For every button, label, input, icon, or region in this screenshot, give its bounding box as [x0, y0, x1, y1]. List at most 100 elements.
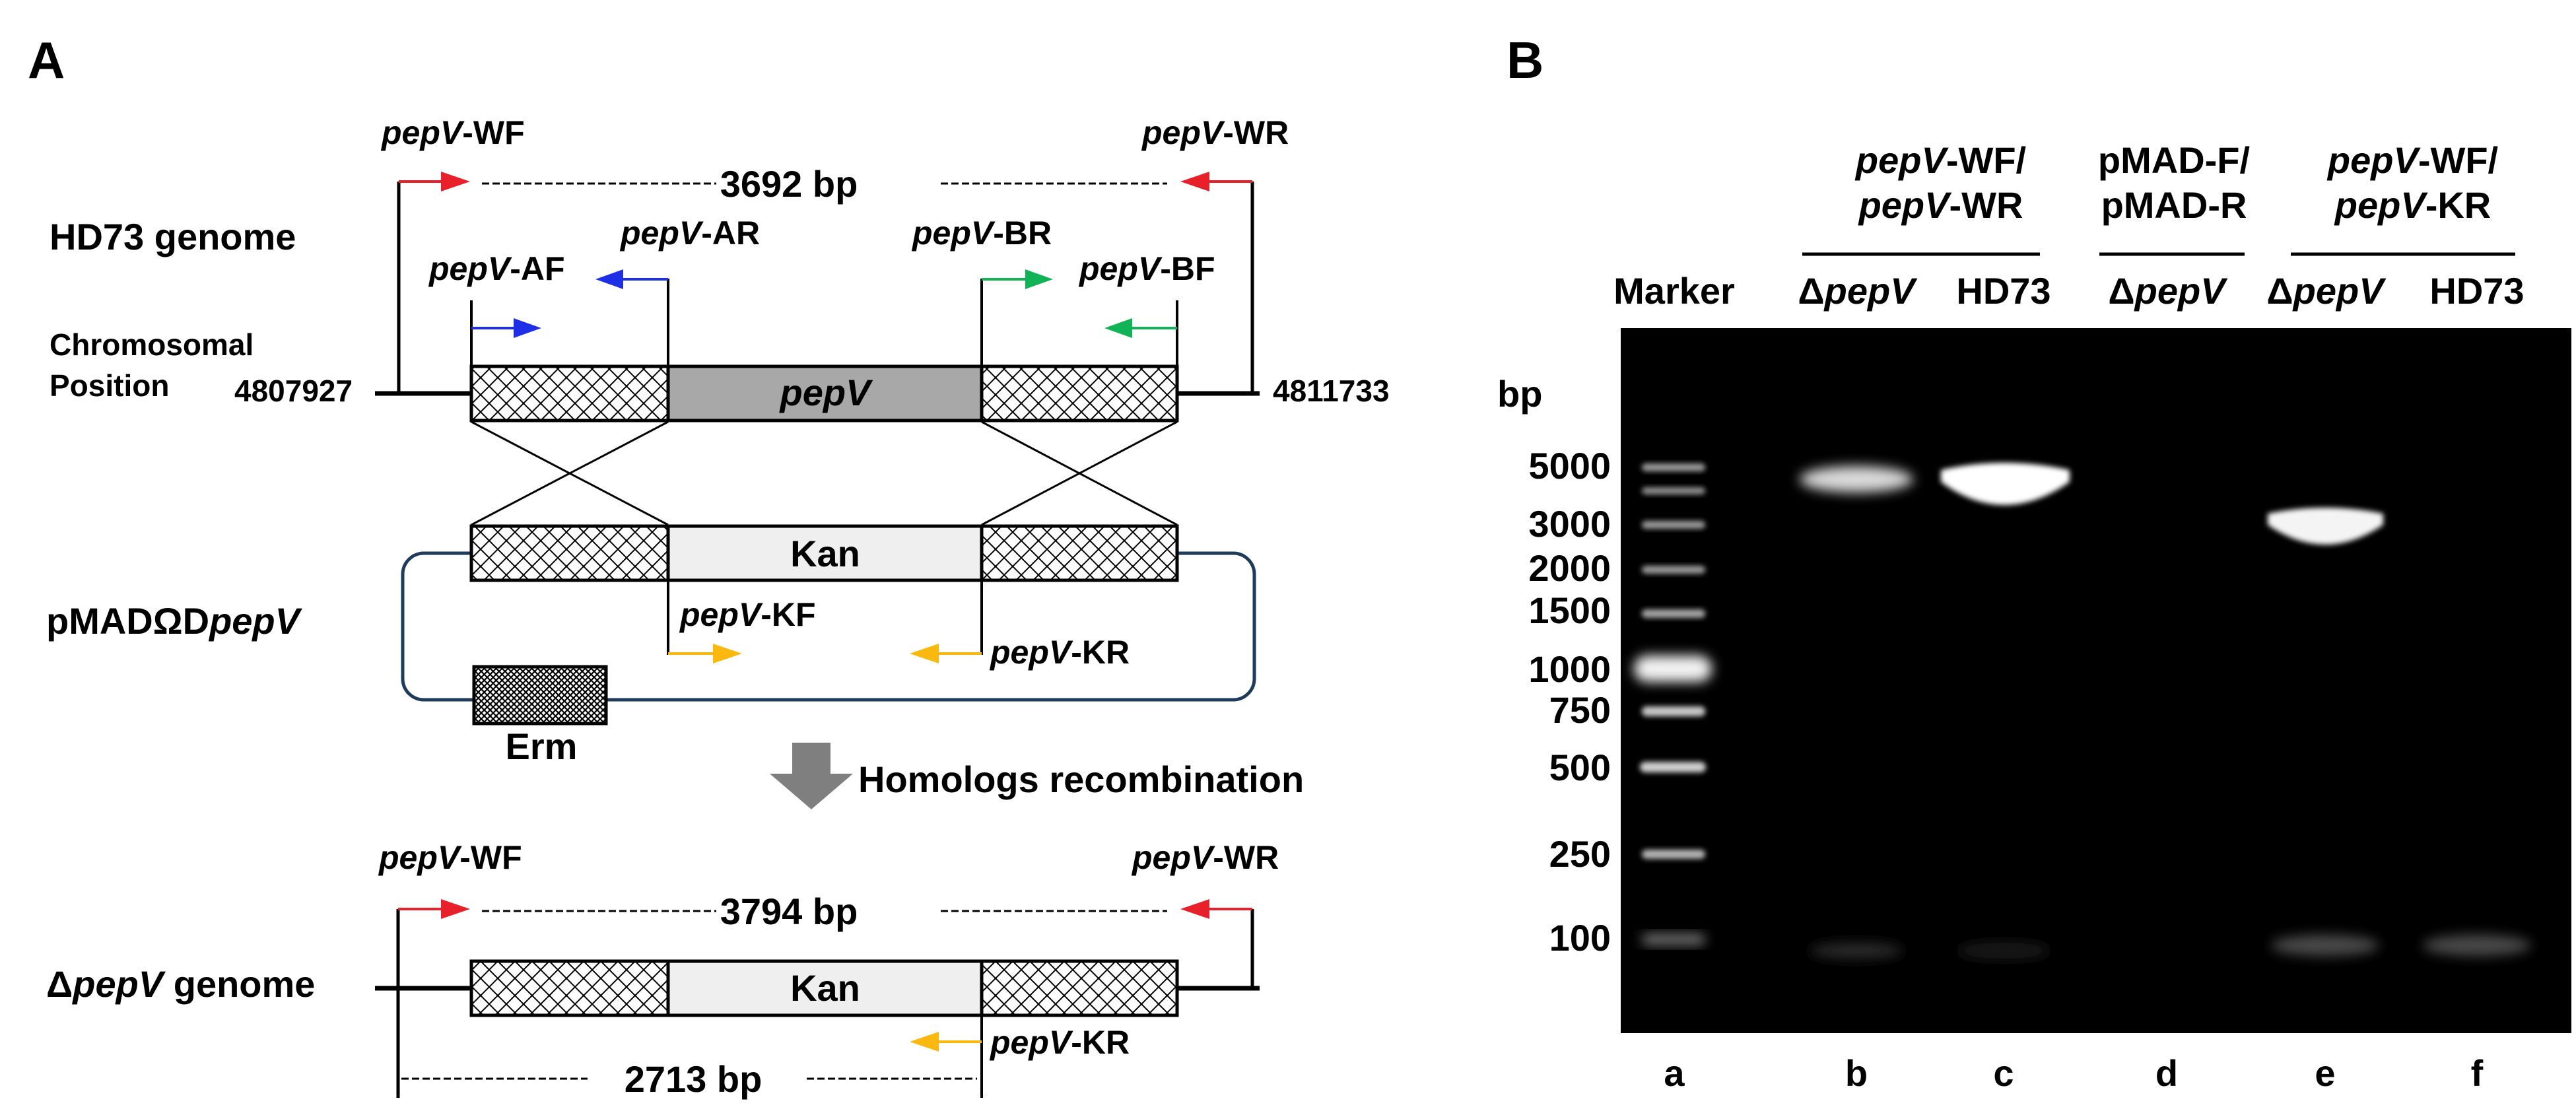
primer-group-1: pepV-WF/ pepV-WR	[1802, 139, 2040, 256]
wt-amplicon-size: 3692 bp	[720, 163, 858, 205]
chromosomal-label-line1: Chromosomal	[50, 327, 254, 362]
label-pepv-wr-top: pepV-WR	[1141, 114, 1289, 151]
lane-f-bands	[2423, 935, 2531, 956]
pepv-gene-box	[666, 364, 984, 422]
svg-text:pMAD-R: pMAD-R	[2101, 184, 2247, 226]
hd73-genome-label: HD73 genome	[50, 216, 296, 257]
plasmid-kan-box	[666, 524, 984, 582]
svg-text:pepV-WF/: pepV-WF/	[1854, 139, 2027, 181]
wt-red-forward-arrow	[399, 172, 470, 191]
position-right: 4811733	[1273, 374, 1390, 408]
ladder-band-1000	[1634, 656, 1712, 682]
lane-header-e: ΔpepV	[2266, 270, 2387, 312]
mut-kan-box	[666, 959, 984, 1017]
ladder-band-3000	[1642, 521, 1705, 529]
lane-header-f: HD73	[2429, 270, 2524, 312]
recombination-label: Homologs recombination	[858, 759, 1304, 800]
ladder-band-5000	[1642, 463, 1705, 471]
lane-c-bands	[1941, 463, 2070, 959]
bp-unit-label: bp	[1497, 373, 1542, 415]
position-left: 4807927	[234, 374, 353, 408]
lane-letter-d: d	[2155, 1052, 2178, 1094]
erm-label: Erm	[506, 726, 578, 767]
label-pepv-wf-bottom: pepV-WF	[378, 839, 522, 876]
ladder-label-1000: 1000	[1528, 648, 1611, 690]
ladder-label-250: 250	[1549, 833, 1611, 875]
ladder-label-5000: 5000	[1528, 445, 1611, 487]
lane-letter-f: f	[2471, 1052, 2484, 1094]
ladder-band-100	[1642, 934, 1705, 945]
panel-a-label: A	[28, 31, 65, 89]
svg-text:pepV-WF/: pepV-WF/	[2326, 139, 2499, 181]
blue-af-arrow	[471, 318, 541, 338]
yellow-kf-arrow	[668, 644, 742, 663]
wt-downstream-homology-box	[980, 364, 1179, 422]
mut-amplicon-size: 3794 bp	[720, 891, 858, 932]
label-pepv-wf-top: pepV-WF	[380, 114, 525, 151]
mut-downstream-homology-box	[980, 959, 1179, 1017]
pepv-gene-label: pepV	[779, 372, 874, 413]
label-pepv-bf: pepV-BF	[1078, 250, 1215, 287]
lane-header-b: ΔpepV	[1798, 270, 1918, 312]
plasmid-downstream-homology-box	[980, 524, 1179, 582]
ladder-label-100: 100	[1549, 917, 1611, 959]
label-pepv-kf: pepV-KF	[679, 596, 816, 633]
lane-e-band-primer	[2271, 935, 2379, 956]
mut-kan-label: Kan	[790, 967, 860, 1009]
label-pepv-kr-plasmid: pepV-KR	[989, 634, 1130, 671]
yellow-kr-arrow-plasmid	[910, 644, 982, 663]
mut-kr-amplicon-size: 2713 bp	[625, 1058, 763, 1100]
mut-red-forward-arrow	[398, 899, 470, 919]
mutant-genome-label: ΔpepV genome	[46, 963, 315, 1005]
primer-group-2: pMAD-F/ pMAD-R	[2098, 139, 2251, 256]
lane-b-band-main	[1800, 466, 1913, 492]
ladder-labels: 5000 3000 2000 1500 1000 750 500 250 100	[1528, 445, 1611, 959]
lane-letter-b: b	[1845, 1052, 1868, 1094]
lane-b-band-primer	[1810, 943, 1903, 959]
green-bf-arrow	[1104, 318, 1177, 338]
svg-text:pMAD-F/: pMAD-F/	[2098, 139, 2251, 181]
mut-upstream-homology-box	[469, 959, 670, 1017]
ladder-label-3000: 3000	[1528, 503, 1611, 545]
marker-ladder-bands	[1634, 463, 1712, 945]
yellow-kr-arrow-mutant	[910, 1032, 982, 1052]
wt-red-reverse-arrow	[1180, 172, 1252, 191]
label-pepv-af: pepV-AF	[428, 250, 565, 287]
plasmid-upstream-homology-box	[469, 524, 670, 582]
ladder-band-4000	[1642, 487, 1705, 494]
primer-group-3: pepV-WF/ pepV-KR	[2291, 139, 2515, 256]
ladder-label-1500: 1500	[1528, 590, 1611, 631]
plasmid-name: pMADΩDpepV	[46, 600, 303, 642]
lane-letter-a: a	[1664, 1052, 1685, 1094]
gel-image	[1621, 328, 2571, 1033]
crossover-right	[981, 421, 1178, 526]
lane-c-band-main	[1941, 463, 2070, 505]
ladder-band-2000	[1642, 566, 1705, 574]
wt-upstream-homology-box	[469, 364, 670, 422]
lane-header-c: HD73	[1956, 270, 2051, 312]
panel-b-label: B	[1507, 31, 1543, 89]
lane-e-bands	[2268, 508, 2383, 956]
ladder-band-750	[1642, 706, 1705, 716]
lane-e-band-main	[2268, 508, 2383, 545]
ladder-label-750: 750	[1549, 689, 1611, 731]
ladder-label-500: 500	[1549, 747, 1611, 788]
lane-f-band-primer	[2423, 935, 2531, 956]
label-pepv-ar: pepV-AR	[619, 215, 760, 252]
label-pepv-kr-mutant: pepV-KR	[989, 1024, 1130, 1061]
ladder-band-1500	[1642, 609, 1705, 618]
ladder-band-250	[1642, 850, 1705, 859]
mut-red-reverse-arrow	[1180, 899, 1252, 919]
ladder-label-2000: 2000	[1528, 547, 1611, 589]
recombination-arrow-icon	[770, 743, 853, 809]
chromosomal-label-line2: Position	[50, 368, 169, 403]
blue-ar-arrow	[595, 269, 668, 289]
ladder-band-500	[1640, 762, 1706, 772]
svg-text:pepV-WR: pepV-WR	[1858, 184, 2023, 226]
green-br-arrow	[982, 269, 1053, 289]
lane-letter-e: e	[2315, 1052, 2335, 1094]
crossover-left	[471, 421, 669, 526]
lane-header-d: ΔpepV	[2108, 270, 2228, 312]
lane-letter-c: c	[1993, 1052, 2014, 1094]
